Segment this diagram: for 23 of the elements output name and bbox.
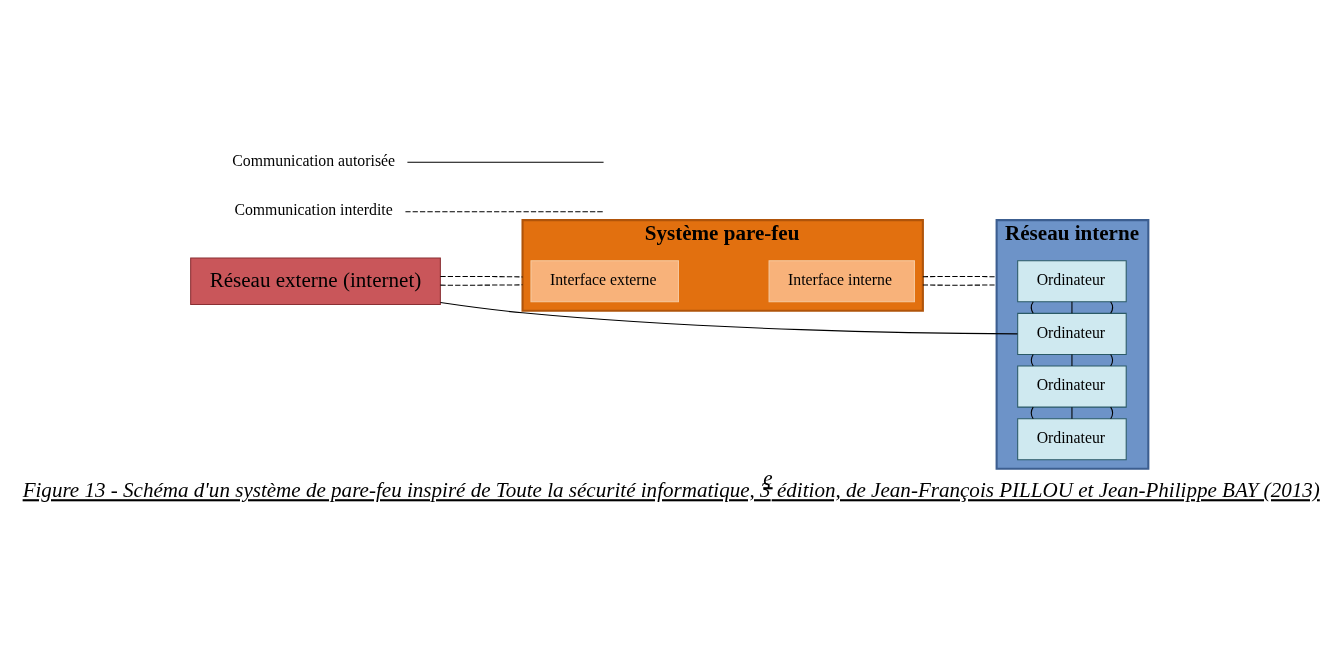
legend-label: Communication interdite [233,201,393,219]
node-box: Interface externe [529,260,679,303]
connector [921,275,997,278]
connector [1070,406,1072,420]
connector [1030,301,1034,314]
legend-label: Communication autorisée [231,151,395,169]
connector [1109,406,1113,420]
connector [1070,301,1072,314]
connector [439,302,1018,335]
connector [439,284,523,286]
node-box: Réseau externe (internet) [189,257,441,305]
connector [439,275,523,278]
connector [1109,353,1113,367]
node-box: Ordinateur [1016,260,1127,303]
node-box: Ordinateur [1016,365,1127,408]
connector [1070,353,1072,367]
connector [921,284,997,286]
node-box: Ordinateur [1016,418,1127,461]
node-box: Ordinateur [1016,312,1127,355]
connector [1030,406,1034,420]
node-box: Interface interne [768,260,915,303]
connector [1109,301,1113,314]
connector [1030,353,1034,367]
